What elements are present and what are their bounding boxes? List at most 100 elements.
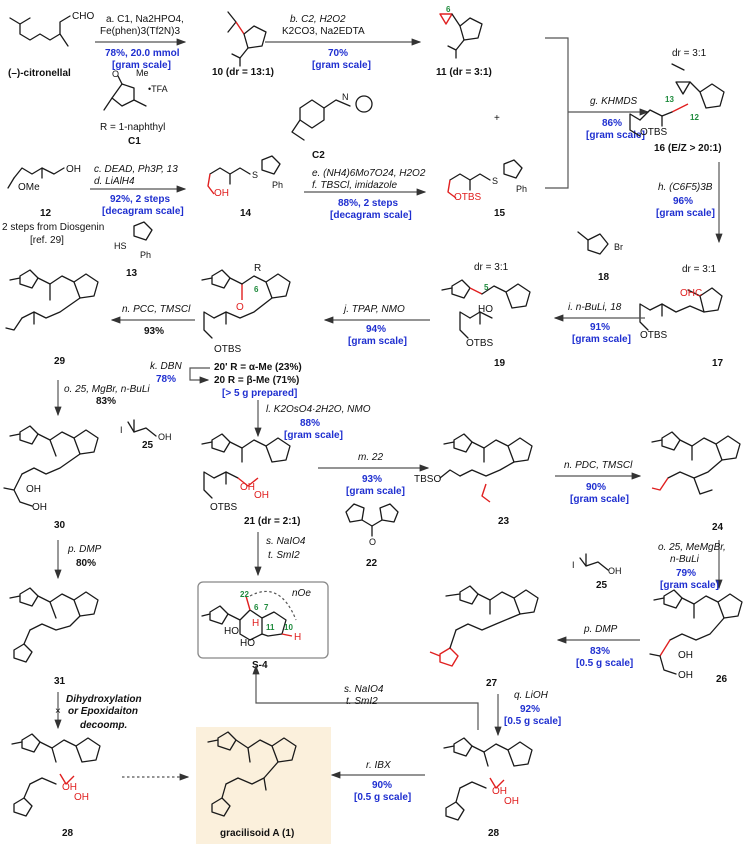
- compound-23: 23: [498, 516, 510, 527]
- c25-left-oh: OH: [158, 432, 172, 442]
- s4-numbering-6: 6: [254, 603, 259, 612]
- compound-20-prime: 20' R = α-Me (23%): [214, 362, 302, 373]
- s4-numbering-7: 7: [264, 603, 269, 612]
- step-n-right-yield: 90%: [586, 482, 606, 493]
- compound-20-structure: [201, 269, 291, 339]
- step-st-bottom-reagents2: t. SmI2: [346, 696, 378, 707]
- c23-tbso: TBSO: [414, 474, 441, 485]
- compound-gracilisoid-a: gracilisoid A (1): [220, 828, 294, 839]
- compound-c2: C2: [312, 150, 325, 161]
- c28-right-oh1: OH: [492, 786, 507, 797]
- compound-29-structure: [5, 269, 99, 331]
- compound-s4: S-4: [252, 660, 268, 671]
- step-n-right-scale: [gram scale]: [570, 494, 629, 505]
- c17-ohc: OHC: [680, 288, 702, 299]
- compound-17: 17: [712, 358, 724, 369]
- compound-25-left: 25: [142, 440, 154, 451]
- c17-otbs: OTBS: [640, 330, 668, 341]
- c15-ph: Ph: [516, 184, 527, 194]
- s4-h-red: H: [252, 618, 259, 629]
- compound-citronellal: (–)-citronellal: [8, 68, 71, 79]
- compound-26-structure: [649, 589, 743, 675]
- compound-19: 19: [494, 358, 506, 369]
- c21-otbs: OTBS: [210, 502, 238, 513]
- compound-11-structure: [439, 13, 483, 59]
- compound-15-structure: [447, 159, 523, 199]
- arrow-step-st-bottom: [252, 664, 479, 730]
- step-q-reagents1: q. LiOH: [514, 690, 549, 701]
- failed-line2: or Epoxidaiton: [68, 706, 138, 717]
- step-ef-reagents2: f. TBSCl, imidazole: [312, 180, 397, 191]
- c14-oh: OH: [214, 188, 229, 199]
- step-i-scale: [gram scale]: [572, 334, 631, 345]
- step-p-right-yield: 83%: [590, 646, 610, 657]
- compound-12-structure: [7, 167, 65, 189]
- step-r-yield: 90%: [372, 780, 392, 791]
- c20-o: O: [236, 302, 244, 313]
- compound-21-structure: [201, 433, 291, 499]
- failed-cross: ×: [55, 706, 61, 717]
- c20-r: R: [254, 263, 261, 274]
- step-l-yield: 88%: [300, 418, 320, 429]
- step-q-yield: 92%: [520, 704, 540, 715]
- step-st-center-reagents2: t. SmI2: [268, 550, 300, 561]
- compound-27: 27: [486, 678, 498, 689]
- step-a-reagents1: a. C1, Na2HPO4,: [106, 14, 184, 25]
- step-o-right-reagents1: o. 25, MeMgBr,: [658, 542, 726, 553]
- step-h-reagents1: h. (C6F5)3B: [658, 182, 713, 193]
- compound-31-structure: [9, 587, 99, 663]
- compound-30: 30: [54, 520, 66, 531]
- c21-oh1: OH: [240, 482, 255, 493]
- step-cd-reagents1: c. DEAD, Ph3P, 13: [94, 164, 178, 175]
- c22-o: O: [369, 537, 376, 547]
- compound-28-right-structure: [443, 737, 533, 821]
- step-g-yield: 86%: [602, 118, 622, 129]
- c25-left-i: I: [120, 425, 123, 435]
- compound-15: 15: [494, 208, 506, 219]
- step-j-yield: 94%: [366, 324, 386, 335]
- c19-otbs: OTBS: [466, 338, 494, 349]
- c28-left-oh2: OH: [74, 792, 89, 803]
- c12-oh: OH: [66, 164, 81, 175]
- s4-structure: [201, 590, 297, 641]
- c19-numbering-5: 5: [484, 283, 489, 292]
- c1-tfa: •TFA: [148, 84, 168, 94]
- arrow-step-k: [189, 367, 210, 384]
- c30-oh1: OH: [26, 484, 41, 495]
- c1-o: O: [112, 69, 119, 79]
- step-b-yield: 70%: [328, 48, 348, 59]
- step-n-right-reagents1: n. PDC, TMSCl: [564, 460, 633, 471]
- step-cd-reagents2: d. LiAlH4: [94, 176, 135, 187]
- convergence-bracket: [545, 37, 569, 189]
- step-g-reagents1: g. KHMDS: [590, 96, 638, 107]
- compound-20: 20 R = β-Me (71%): [214, 375, 299, 386]
- s4-box: [197, 581, 329, 659]
- step-ef-yield: 88%, 2 steps: [338, 198, 398, 209]
- c20-scale: [> 5 g prepared]: [222, 388, 297, 399]
- compound-28-left: 28: [62, 828, 74, 839]
- compound-23-structure: [439, 433, 533, 503]
- compound-24-structure: [651, 431, 741, 495]
- step-st-bottom-reagents1: s. NaIO4: [344, 684, 384, 695]
- compound-18: 18: [598, 272, 610, 283]
- step-st-center-reagents1: s. NaIO4: [266, 536, 306, 547]
- catalyst-c1-structure: [103, 75, 147, 111]
- step-p-right-scale: [0.5 g scale]: [576, 658, 633, 669]
- step-ef-reagents1: e. (NH4)6Mo7O24, H2O2: [312, 168, 426, 179]
- gracilisoid-a-structure: [207, 731, 297, 817]
- step-k-reagents1: k. DBN: [150, 361, 182, 372]
- step-r-reagents1: r. IBX: [366, 760, 391, 771]
- compound-c1: C1: [128, 136, 141, 147]
- c12-note2: [ref. 29]: [30, 235, 64, 246]
- c13-hs: HS: [114, 241, 127, 251]
- step-i-yield: 91%: [590, 322, 610, 333]
- compound-13: 13: [126, 268, 138, 279]
- step-n-left-yield: 93%: [144, 326, 164, 337]
- c16-numbering-12: 12: [690, 113, 699, 122]
- compound-22: 22: [366, 558, 378, 569]
- compound-26: 26: [716, 674, 728, 685]
- compound-13-structure: [133, 221, 153, 241]
- c12-note1: 2 steps from Diosgenin: [2, 222, 104, 233]
- c13-ph: Ph: [140, 250, 151, 260]
- step-o-left-reagents1: o. 25, MgBr, n-BuLi: [64, 384, 150, 395]
